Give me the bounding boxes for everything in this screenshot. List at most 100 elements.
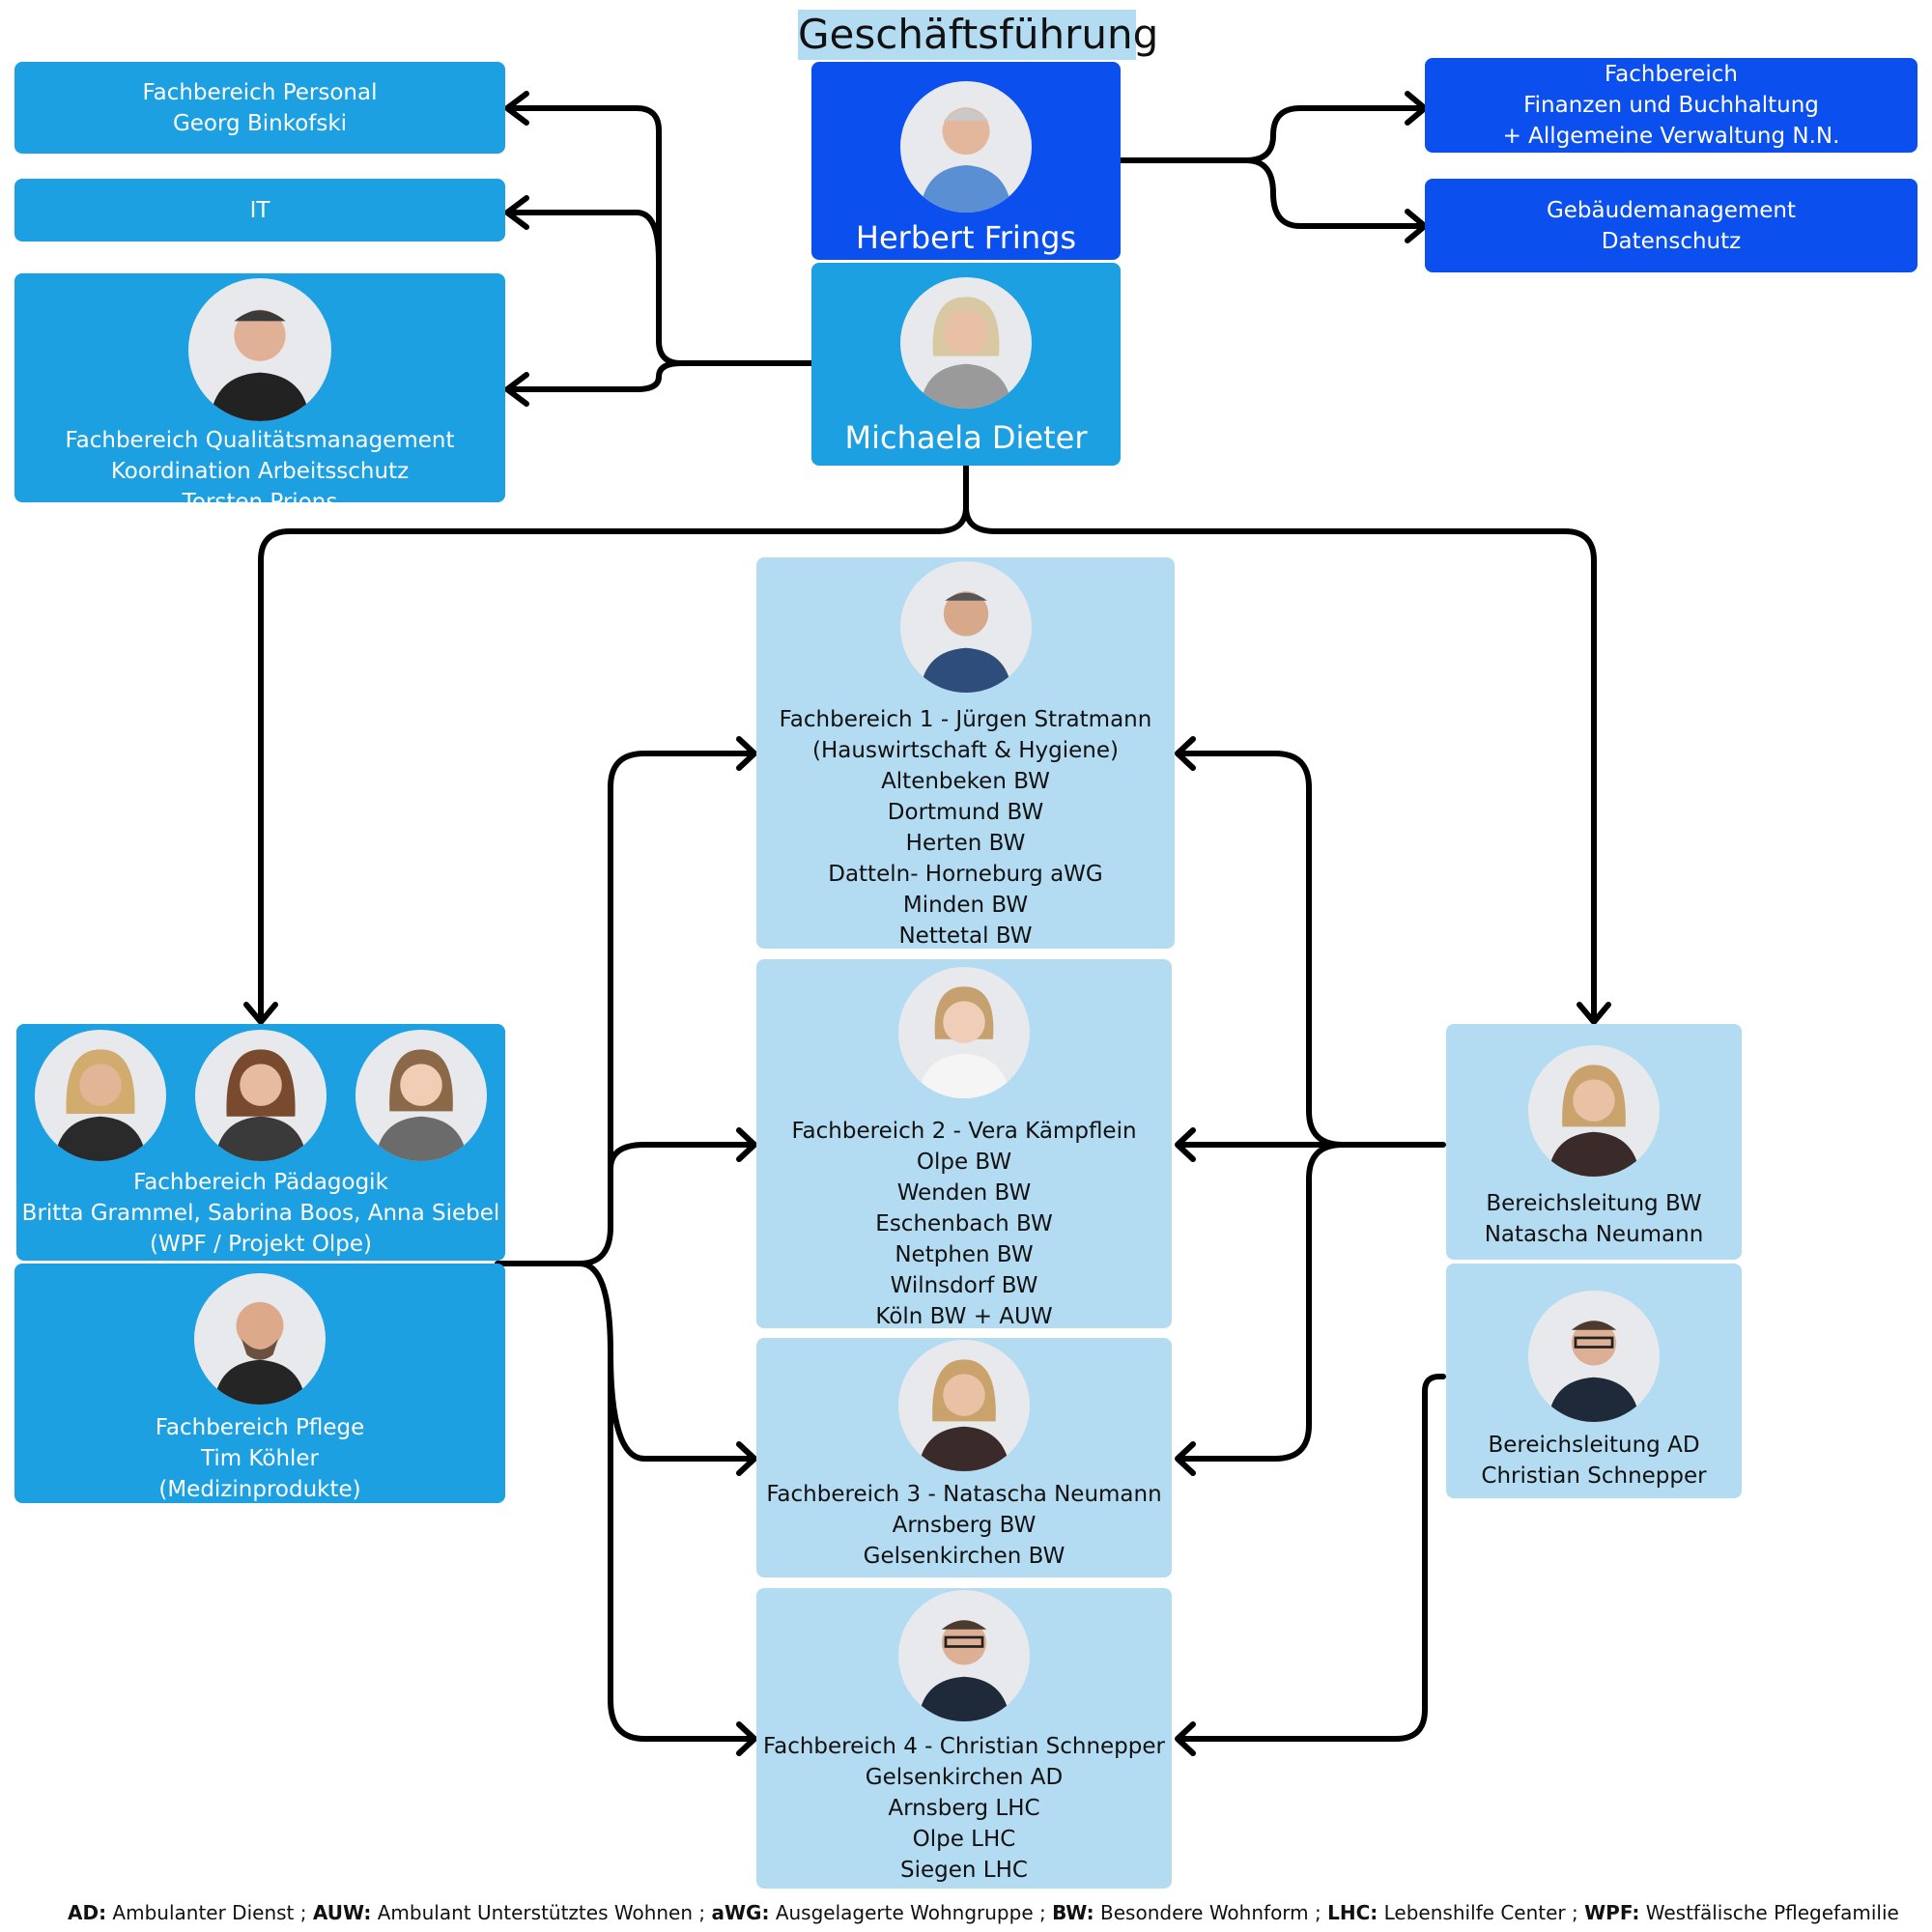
fb2-line-1: Fachbereich 2 - Vera Kämpflein xyxy=(791,1119,1137,1144)
arrow-to-finanzen xyxy=(1118,105,1423,163)
gf-top-name: Herbert Frings xyxy=(855,219,1077,256)
pflege-line-2: Tim Köhler xyxy=(200,1446,320,1471)
legend-text-ad: Ambulanter Dienst ; xyxy=(106,1901,313,1924)
arrowhead-fb3-right xyxy=(1175,1441,1196,1476)
fb2-line-5: Netphen BW xyxy=(895,1242,1034,1267)
avatar-natascha-neumann-bl xyxy=(1528,1045,1660,1177)
fb2-line-6: Wilnsdorf BW xyxy=(890,1273,1038,1298)
avatar-britta-grammel xyxy=(35,1030,166,1161)
personal-line-2: Georg Binkofski xyxy=(172,110,348,136)
paedagogik-avatars xyxy=(35,1030,487,1161)
paedagogik-line-1: Fachbereich Pädagogik xyxy=(133,1170,388,1195)
arrow-left-to-fb2 xyxy=(608,1142,754,1172)
arrow-left-to-fb4 xyxy=(608,1350,754,1742)
arrowhead-fb1-right xyxy=(1175,736,1196,771)
pflege-line-1: Fachbereich Pflege xyxy=(155,1415,365,1440)
fb1-line-8: Nettetal BW xyxy=(898,923,1033,949)
qualitaetsmanagement-box: Fachbereich Qualitätsmanagement Koordina… xyxy=(14,273,505,515)
qm-line-3: Torsten Prions xyxy=(182,490,338,515)
legend-abbr-ad: AD: xyxy=(68,1901,107,1924)
legend-abbr-wpf: WPF: xyxy=(1584,1901,1640,1924)
fb1-line-5: Herten BW xyxy=(905,831,1026,856)
fb1-line-1: Fachbereich 1 - Jürgen Stratmann xyxy=(779,707,1152,732)
fb3-line-1: Fachbereich 3 - Natascha Neumann xyxy=(766,1482,1162,1507)
arrow-bl-ad-to-fb4 xyxy=(1178,1374,1446,1742)
avatar-torsten-prions xyxy=(188,278,331,421)
legend-abbr-awg: aWG: xyxy=(711,1901,770,1924)
fachbereich-finanzen-box: Fachbereich Finanzen und Buchhaltung + A… xyxy=(1425,58,1918,153)
gf-deputy-name: Michaela Dieter xyxy=(844,419,1088,456)
avatar-juergen-stratmann xyxy=(899,561,1032,693)
gebaeudemanagement-box: Gebäudemanagement Datenschutz xyxy=(1425,179,1918,272)
fachbereich-paedagogik-box: Fachbereich Pädagogik Britta Grammel, Sa… xyxy=(16,1024,505,1261)
legend-text-awg: Ausgelagerte Wohngruppe ; xyxy=(769,1901,1053,1924)
fb2-line-3: Wenden BW xyxy=(896,1180,1032,1206)
fb4-line-1: Fachbereich 4 - Christian Schnepper xyxy=(763,1734,1165,1759)
arrow-to-gebaeude xyxy=(1243,157,1423,229)
arrowhead-fb4-right xyxy=(1175,1721,1196,1756)
fb3-line-3: Gelsenkirchen BW xyxy=(863,1544,1065,1569)
avatar-sabrina-boos xyxy=(195,1030,327,1161)
arrow-to-bl-bw xyxy=(963,504,1597,1022)
gebaeude-line-1: Gebäudemanagement xyxy=(1546,197,1797,223)
personal-line-1: Fachbereich Personal xyxy=(142,79,378,105)
arrowhead-it xyxy=(504,195,529,230)
it-line-1: IT xyxy=(249,197,270,223)
legend-text-auw: Ambulant Unterstütztes Wohnen ; xyxy=(371,1901,712,1924)
arrowhead-fb3-left xyxy=(736,1441,757,1476)
legend-abbr-bw: BW: xyxy=(1052,1901,1094,1924)
avatar-christian-schnepper-fb4 xyxy=(898,1590,1030,1721)
fb2-line-7: Köln BW + AUW xyxy=(875,1304,1053,1329)
arrow-left-to-fb1 xyxy=(495,751,754,1266)
avatar-christian-schnepper-bl xyxy=(1528,1291,1660,1422)
gebaeude-line-2: Datenschutz xyxy=(1601,228,1742,254)
fachbereich-personal-box: Fachbereich Personal Georg Binkofski xyxy=(14,62,505,154)
legend-text-wpf: Westfälische Pflegefamilie xyxy=(1639,1901,1899,1924)
finanzen-line-1: Fachbereich xyxy=(1605,62,1738,87)
avatar-herbert-frings xyxy=(900,81,1032,213)
bereichsleitung-ad-box: Bereichsleitung AD Christian Schnepper xyxy=(1446,1264,1742,1498)
it-box: IT xyxy=(14,179,505,242)
arrow-to-personal xyxy=(509,105,814,366)
pflege-line-3: (Medizinprodukte) xyxy=(158,1477,361,1502)
arrow-to-it xyxy=(509,210,662,264)
arrowhead-fb4-left xyxy=(736,1721,757,1756)
abbreviation-legend: AD: Ambulanter Dienst ; AUW: Ambulant Un… xyxy=(68,1901,1899,1924)
fb1-line-2: (Hauswirtschaft & Hygiene) xyxy=(812,738,1119,763)
fb4-line-4: Olpe LHC xyxy=(912,1827,1016,1852)
bl-bw-line-2: Natascha Neumann xyxy=(1484,1222,1704,1247)
arrow-to-qm xyxy=(509,360,684,392)
gf-michaela-dieter-card: Michaela Dieter xyxy=(811,263,1121,466)
arrowhead-paedagogik xyxy=(243,1002,278,1025)
bl-ad-line-2: Christian Schnepper xyxy=(1481,1463,1707,1489)
paedagogik-line-2: Britta Grammel, Sabrina Boos, Anna Siebe… xyxy=(21,1201,500,1226)
fachbereich-4-box: Fachbereich 4 - Christian Schnepper Gels… xyxy=(756,1588,1172,1889)
legend-abbr-lhc: LHC: xyxy=(1327,1901,1378,1924)
fachbereich-pflege-box: Fachbereich Pflege Tim Köhler (Medizinpr… xyxy=(14,1264,505,1503)
fachbereich-3-box: Fachbereich 3 - Natascha Neumann Arnsber… xyxy=(756,1338,1172,1577)
avatar-natascha-neumann-fb3 xyxy=(898,1340,1030,1471)
arrow-right-to-fb3 xyxy=(1178,1142,1346,1462)
qm-line-2: Koordination Arbeitsschutz xyxy=(110,459,410,484)
fb4-line-2: Gelsenkirchen AD xyxy=(865,1765,1064,1790)
fb1-line-4: Dortmund BW xyxy=(887,800,1044,825)
arrowhead-fb2-right xyxy=(1175,1127,1196,1162)
fb3-line-2: Arnsberg BW xyxy=(892,1513,1037,1538)
avatar-anna-siebel xyxy=(355,1030,487,1161)
legend-text-bw: Besondere Wohnform ; xyxy=(1094,1901,1328,1924)
arrowhead-fb2-left xyxy=(736,1127,757,1162)
arrow-left-to-fb3 xyxy=(577,1261,754,1462)
paedagogik-line-3: (WPF / Projekt Olpe) xyxy=(149,1232,373,1257)
fb4-line-5: Siegen LHC xyxy=(900,1858,1028,1883)
qm-line-1: Fachbereich Qualitätsmanagement xyxy=(65,428,455,453)
fachbereich-1-box: Fachbereich 1 - Jürgen Stratmann (Hauswi… xyxy=(756,557,1175,949)
bl-bw-line-1: Bereichsleitung BW xyxy=(1486,1191,1702,1216)
fb2-line-2: Olpe BW xyxy=(916,1150,1012,1175)
fb1-line-3: Altenbeken BW xyxy=(881,769,1050,794)
fb1-line-7: Minden BW xyxy=(902,893,1029,918)
legend-text-lhc: Lebenshilfe Center ; xyxy=(1378,1901,1585,1924)
fachbereich-2-box: Fachbereich 2 - Vera Kämpflein Olpe BW W… xyxy=(756,959,1172,1329)
page-title: Geschäftsführung xyxy=(798,10,1159,60)
gf-herbert-frings-card: Herbert Frings xyxy=(811,62,1121,260)
